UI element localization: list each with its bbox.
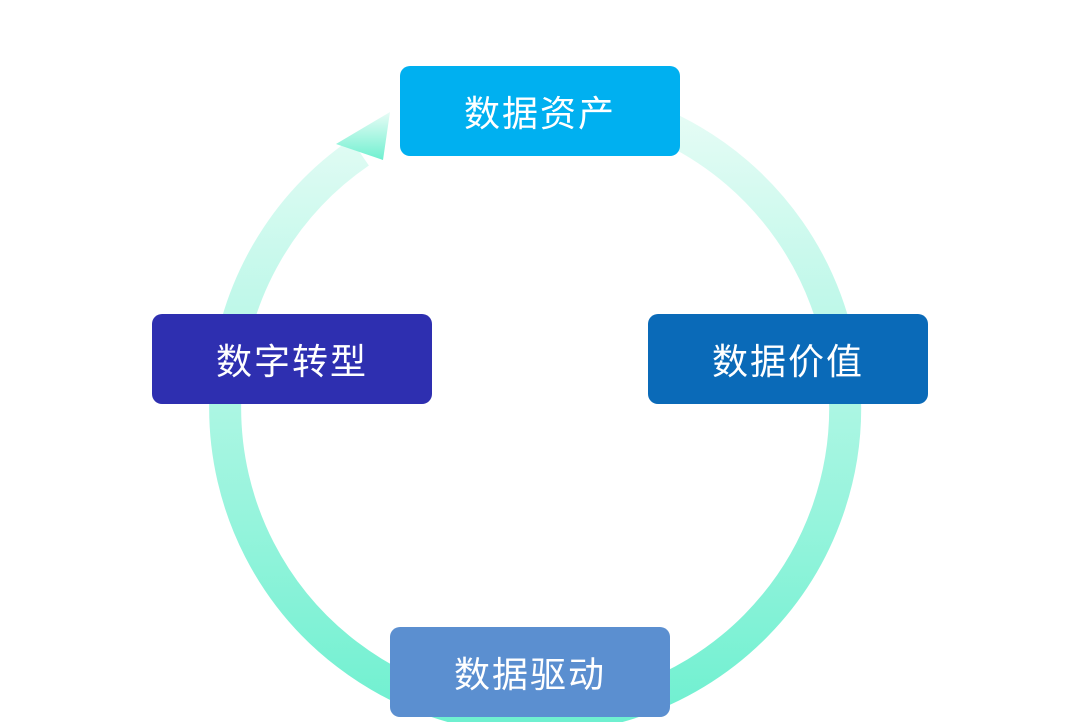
cycle-arrow-head-icon [336,112,390,160]
node-digital-transformation-label: 数字转型 [215,342,368,383]
cycle-ring-arc [209,82,862,722]
node-digital-transformation: 数字转型 [152,314,432,404]
node-data-value-label: 数据价值 [711,342,864,383]
node-data-driven-label: 数据驱动 [453,655,606,696]
node-data-value: 数据价值 [648,314,928,404]
node-data-driven: 数据驱动 [390,627,670,717]
node-data-assets-label: 数据资产 [463,94,616,135]
node-data-assets: 数据资产 [400,66,680,156]
